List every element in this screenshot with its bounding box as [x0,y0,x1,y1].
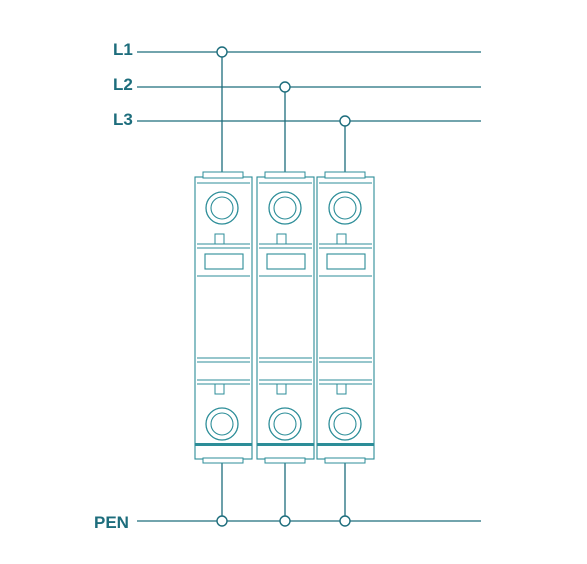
label-l3: L3 [113,110,133,129]
status-window-3 [326,253,366,270]
label-l2: L2 [113,75,133,94]
label-l1: L1 [113,40,133,59]
status-window-2 [266,253,306,270]
pen-junction-node-3 [339,515,351,527]
status-window-1 [204,253,244,270]
pen-junction-node-1 [216,515,228,527]
surge-module-3 [316,115,375,527]
l3-junction-node [339,115,351,127]
l1-junction-node [216,46,228,58]
label-pen: PEN [94,513,129,532]
surge-module-1 [194,46,253,527]
surge-module-2 [256,81,315,527]
pen-junction-node-2 [279,515,291,527]
l2-junction-node [279,81,291,93]
